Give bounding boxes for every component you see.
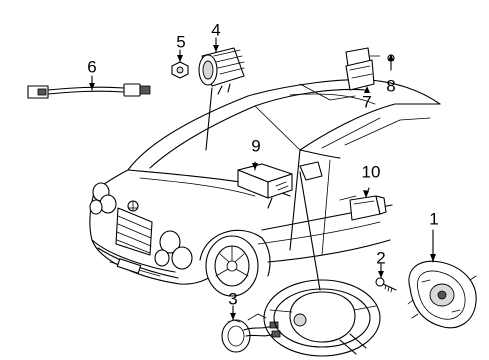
part-5-nut (171, 61, 189, 79)
part-9-control-unit (237, 163, 293, 209)
callout-3: 3 (228, 289, 238, 309)
callout-5: 5 (176, 32, 186, 52)
callout-2: 2 (376, 248, 386, 268)
callout-10: 10 (361, 162, 381, 182)
callout-7: 7 (362, 92, 372, 112)
leader-lines (89, 37, 436, 321)
part-7-sensor (345, 47, 381, 91)
callout-1: 1 (429, 209, 439, 229)
part-6-cable (27, 83, 151, 99)
part-2-screw (375, 277, 397, 293)
car-illustration (89, 79, 441, 297)
callout-6: 6 (87, 57, 97, 77)
part-4-module (198, 47, 245, 95)
part-10-sensor (349, 195, 387, 221)
callout-8: 8 (386, 76, 396, 96)
part-3-clock-spring (221, 313, 281, 353)
callout-4: 4 (211, 20, 221, 40)
callout-9: 9 (251, 136, 261, 156)
steering-wheel (263, 279, 381, 357)
part-1-airbag-module (407, 260, 477, 329)
